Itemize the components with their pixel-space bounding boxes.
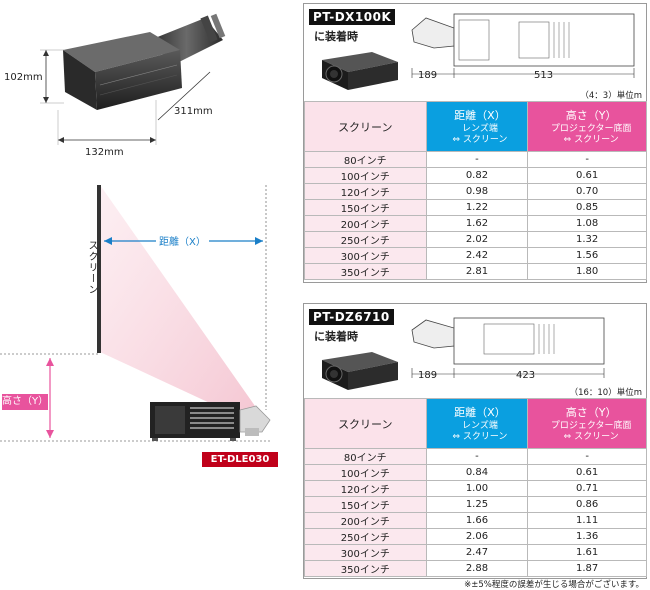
distance-table: スクリーン 距離（X） レンズ端 ⇔ スクリーン 高さ（Y） プロジェクター底面… <box>304 101 647 280</box>
projection-setup-diagram <box>0 185 271 442</box>
lens-product-image <box>63 13 226 110</box>
spec-panel-dx100k: PT-DX100K に装着時 189 513 （4：3）単位m スクリーン 距離… <box>303 3 647 283</box>
header-screen: スクリーン <box>304 101 427 152</box>
header-height: 高さ（Y） プロジェクター底面 ⇔ スクリーン <box>527 398 647 449</box>
dim-b: 423 <box>516 370 536 381</box>
header-screen: スクリーン <box>304 398 427 449</box>
side-view-diagram <box>411 13 635 78</box>
dim-a: 189 <box>418 370 438 381</box>
height-label: 高さ（Y） <box>2 394 48 410</box>
projector-image <box>322 352 398 390</box>
dim-b: 513 <box>534 70 554 81</box>
projector-image <box>322 52 398 90</box>
model-tag: PT-DZ6710 <box>309 309 394 325</box>
header-distance: 距離（X） レンズ端 ⇔ スクリーン <box>425 101 529 152</box>
screen-label: スクリーン <box>86 240 97 295</box>
distance-label: 距離（X） <box>156 233 209 248</box>
lens-depth-dimension: 311mm <box>174 106 213 117</box>
model-tag: PT-DX100K <box>309 9 396 25</box>
dim-a: 189 <box>418 70 438 81</box>
unit-label: （4：3）単位m <box>580 91 642 101</box>
footnote: ※±5%程度の誤差が生じる場合がございます。 <box>464 580 644 590</box>
mount-label: に装着時 <box>314 330 358 343</box>
header-distance: 距離（X） レンズ端 ⇔ スクリーン <box>425 398 529 449</box>
unit-label: （16：10）単位m <box>569 388 642 398</box>
lens-dimension-lines <box>40 49 211 145</box>
side-view-diagram <box>411 317 605 378</box>
table-row: 80インチ-- <box>304 448 647 465</box>
distance-table: スクリーン 距離（X） レンズ端 ⇔ スクリーン 高さ（Y） プロジェクター底面… <box>304 398 647 577</box>
header-height: 高さ（Y） プロジェクター底面 ⇔ スクリーン <box>527 101 647 152</box>
lens-model-tag: ET-DLE030 <box>202 452 278 467</box>
table-row: 80インチ-- <box>304 151 647 168</box>
mount-label: に装着時 <box>314 30 358 43</box>
lens-width-dimension: 132mm <box>85 147 124 158</box>
spec-panel-dz6710: PT-DZ6710 に装着時 189 423 （16：10）単位m スクリーン … <box>303 303 647 579</box>
lens-height-dimension: 102mm <box>4 72 43 83</box>
